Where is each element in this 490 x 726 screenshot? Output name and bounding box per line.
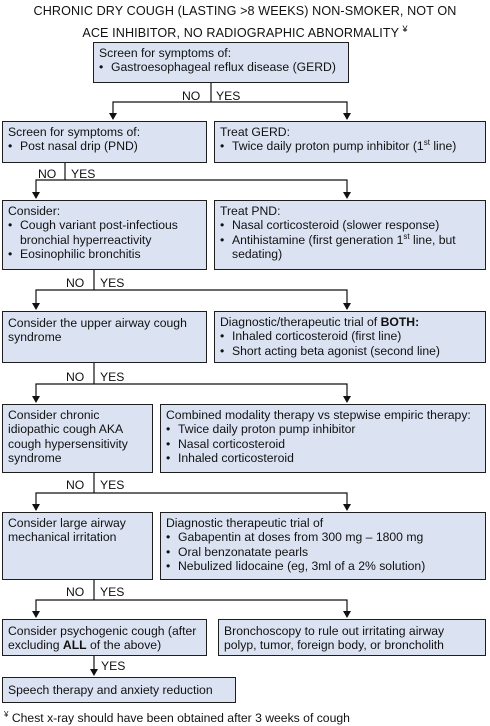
label-yes-6: YES — [100, 585, 125, 599]
gerd-screen-heading: Screen for symptoms of: — [99, 46, 232, 60]
trial-both-heading-text: Diagnostic/therapeutic trial of — [220, 315, 381, 329]
consider-cva-item: Eosinophilic bronchitis — [8, 247, 201, 262]
consider-cva-box: Consider: Cough variant post-infectious … — [2, 200, 207, 270]
uacs-text: Consider the upper airway cough syndrome — [8, 316, 187, 345]
trial-both-heading: Diagnostic/therapeutic trial of BOTH: — [220, 315, 480, 329]
trial-both-box: Diagnostic/therapeutic trial of BOTH: In… — [214, 311, 486, 363]
label-yes-1: YES — [216, 89, 241, 103]
large-airway-box: Consider large airway mechanical irritat… — [2, 512, 153, 580]
treat-gerd-item-text: Twice daily proton pump inhibitor (1 — [232, 139, 424, 154]
speech-therapy-box: Speech therapy and anxiety reduction — [2, 677, 236, 703]
branch-1-yes-arrow — [211, 101, 351, 120]
gabapentin-box: Diagnostic therapeutic trial of Gabapent… — [160, 512, 486, 580]
trial-both-heading-bold: BOTH: — [380, 315, 420, 329]
branch-5-no-arrow — [32, 492, 94, 511]
label-yes-5: YES — [100, 478, 125, 492]
gabapentin-item: Nebulized lidocaine (eg, 3ml of a 2% sol… — [166, 559, 480, 574]
treat-pnd-item-2-text: Antihistamine (first generation 1 — [232, 232, 404, 247]
label-no-1: NO — [182, 89, 201, 103]
gerd-screen-box: Screen for symptoms of: Gastroesophageal… — [93, 42, 349, 83]
gabapentin-heading: Diagnostic therapeutic trial of — [166, 516, 324, 530]
title-line-2: ACE INHIBITOR, NO RADIOGRAPHIC ABNORMALI… — [0, 20, 490, 42]
label-no-5: NO — [66, 478, 85, 492]
label-no-6: NO — [66, 585, 85, 599]
treat-pnd-box: Treat PND: Nasal corticosteroid (slower … — [214, 200, 486, 270]
bronchoscopy-text: Bronchoscopy to rule out irritating airw… — [224, 624, 445, 653]
branch-6-no-arrow — [32, 599, 94, 618]
pnd-screen-item: Post nasal drip (PND) — [8, 139, 201, 154]
uacs-box: Consider the upper airway cough syndrome — [2, 311, 207, 363]
bronchoscopy-box: Bronchoscopy to rule out irritating airw… — [218, 619, 486, 656]
psychogenic-text-pre: Consider psychogenic cough (after exclud… — [8, 624, 197, 653]
treat-gerd-item-end: line) — [429, 139, 457, 154]
idiopathic-text: Consider chronic idiopathic cough AKA co… — [8, 408, 128, 466]
consider-cva-heading: Consider: — [8, 204, 61, 218]
consider-cva-item: Cough variant post-infectious bronchial … — [8, 218, 201, 247]
pnd-screen-box: Screen for symptoms of: Post nasal drip … — [2, 121, 207, 163]
treat-pnd-item-2-sup: st — [403, 231, 410, 241]
gabapentin-item: Oral benzonatate pearls — [166, 545, 480, 560]
trial-both-item: Inhaled corticosteroid (first line) — [220, 329, 480, 344]
footnote-mark: ¥ — [4, 710, 9, 719]
label-no-3: NO — [66, 276, 85, 290]
pnd-screen-heading: Screen for symptoms of: — [8, 125, 141, 139]
large-airway-text: Consider large airway mechanical irritat… — [8, 516, 126, 545]
branch-4-no-arrow — [32, 383, 94, 403]
treat-pnd-item: Nasal corticosteroid (slower response) — [220, 218, 480, 233]
treat-pnd-item: Antihistamine (first generation 1st line… — [220, 231, 480, 262]
label-yes-2: YES — [71, 167, 96, 181]
branch-3-no-arrow — [32, 289, 94, 310]
branch-2-yes-arrow — [65, 179, 351, 199]
combined-therapy-heading: Combined modality therapy vs stepwise em… — [166, 408, 471, 422]
treat-pnd-heading: Treat PND: — [220, 204, 281, 218]
combined-therapy-item: Nasal corticosteroid — [166, 437, 480, 452]
gerd-screen-item: Gastroesophageal reflux disease (GERD) — [99, 60, 343, 75]
label-no-2: NO — [38, 167, 57, 181]
psychogenic-text-post: of the above) — [86, 638, 162, 653]
treat-gerd-item: Twice daily proton pump inhibitor (1st l… — [220, 138, 480, 154]
footnote-text: Chest x-ray should have been obtained af… — [8, 711, 350, 726]
diagram-title: CHRONIC DRY COUGH (LASTING >8 WEEKS) NON… — [0, 2, 490, 42]
label-no-4: NO — [66, 370, 85, 384]
branch-1-no-arrow — [109, 101, 211, 120]
footnote: ¥ Chest x-ray should have been obtained … — [4, 708, 350, 725]
label-yes-3: YES — [100, 276, 125, 290]
treat-gerd-box: Treat GERD: Twice daily proton pump inhi… — [214, 121, 486, 163]
title-line-1: CHRONIC DRY COUGH (LASTING >8 WEEKS) NON… — [33, 4, 457, 18]
combined-therapy-box: Combined modality therapy vs stepwise em… — [160, 404, 486, 473]
branch-6-yes-arrow — [94, 599, 351, 618]
psychogenic-text: Consider psychogenic cough (after exclud… — [8, 624, 201, 653]
combined-therapy-item: Twice daily proton pump inhibitor — [166, 422, 480, 437]
speech-therapy-text: Speech therapy and anxiety reduction — [8, 683, 213, 697]
branch-5-yes-arrow — [94, 492, 351, 511]
treat-gerd-item-sup: st — [423, 138, 430, 148]
psychogenic-box: Consider psychogenic cough (after exclud… — [2, 619, 207, 656]
combined-therapy-item: Inhaled corticosteroid — [166, 451, 480, 466]
trial-both-item: Short acting beta agonist (second line) — [220, 344, 480, 359]
branch-4-yes-arrow — [94, 383, 351, 403]
gabapentin-item: Gabapentin at doses from 300 mg – 1800 m… — [166, 530, 480, 545]
branch-2-no-arrow — [32, 179, 65, 199]
label-yes-4: YES — [100, 370, 125, 384]
psychogenic-text-bold: ALL — [62, 638, 87, 653]
title-footnote-mark: ¥ — [402, 24, 408, 34]
branch-3-yes-arrow — [94, 289, 351, 310]
label-yes-7: YES — [101, 659, 126, 673]
title-line-2-text: ACE INHIBITOR, NO RADIOGRAPHIC ABNORMALI… — [82, 26, 399, 41]
treat-gerd-heading: Treat GERD: — [220, 125, 290, 139]
idiopathic-box: Consider chronic idiopathic cough AKA co… — [2, 404, 153, 473]
treat-pnd-item-2-end: line, but sedating) — [232, 232, 456, 262]
